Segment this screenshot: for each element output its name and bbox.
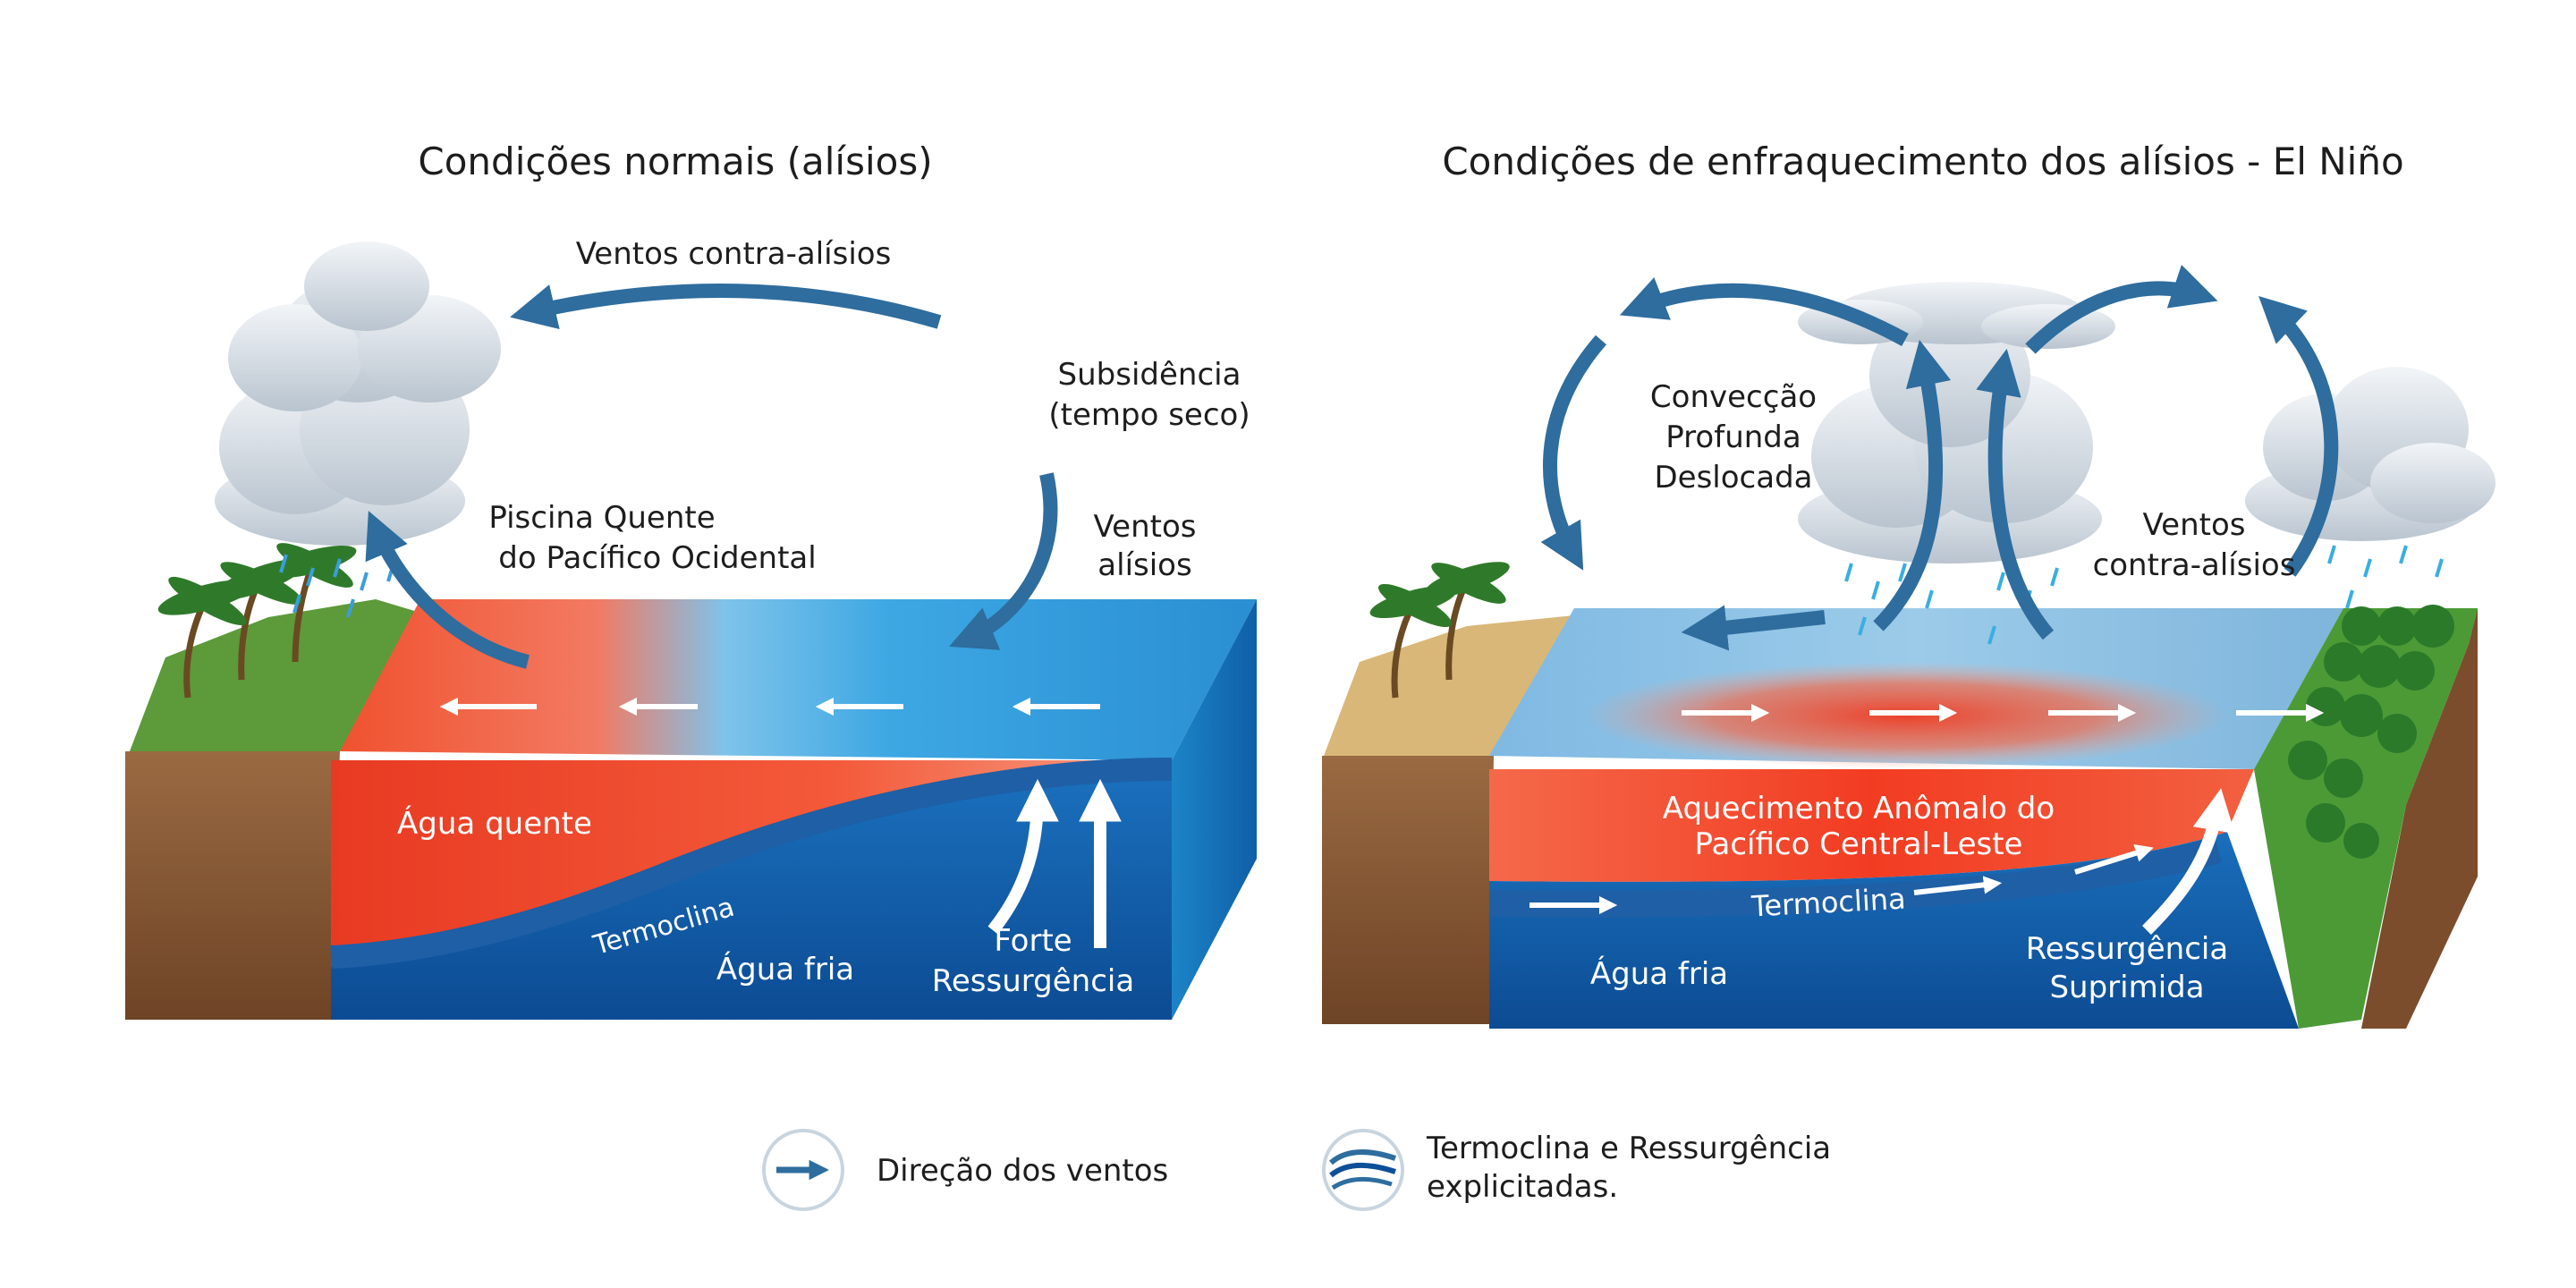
surface-return-arrow[interactable] bbox=[1681, 605, 1826, 651]
label-convection-2: Profunda bbox=[1665, 419, 1801, 455]
walker-arrow-west-down[interactable] bbox=[1540, 335, 1607, 571]
panel-el-nino: Condições de enfraquecimento dos alísios… bbox=[1322, 140, 2496, 1029]
title-normal: Condições normais (alísios) bbox=[418, 140, 932, 183]
legend-wind-label: Direção dos ventos bbox=[877, 1153, 1168, 1189]
thermocline-flow-arrows[interactable] bbox=[1530, 843, 2154, 915]
legend-thermocline-icon bbox=[1322, 1129, 1404, 1211]
label-counter-trade-1: Ventos bbox=[2143, 507, 2246, 543]
label-cold-water-normal: Água fria bbox=[716, 951, 854, 987]
label-warm-pool-1: Piscina Quente bbox=[488, 500, 715, 536]
panel-normal: Condições normais (alísios) bbox=[125, 140, 1257, 1020]
legend-wind-icon bbox=[762, 1129, 844, 1211]
walker-arrow-west-up[interactable] bbox=[1619, 277, 1909, 347]
label-upwelling-1: Forte bbox=[994, 923, 1072, 959]
label-subsidence-2: (tempo seco) bbox=[1048, 397, 1250, 433]
deep-water-layer bbox=[331, 778, 1172, 1020]
label-suppressed-1: Ressurgência bbox=[2026, 931, 2228, 967]
label-subsidence-1: Subsidência bbox=[1058, 357, 1241, 393]
land-cliff-east bbox=[2361, 608, 2478, 1029]
land-cliff-west bbox=[125, 751, 340, 1020]
legend: Direção dos ventos Termoclina e Ressurgê… bbox=[762, 1129, 1831, 1211]
title-el-nino: Condições de enfraquecimento dos alísios… bbox=[1442, 140, 2403, 183]
land-top-west-el-nino bbox=[1324, 613, 1601, 756]
label-thermocline-el-nino: Termoclina bbox=[1750, 882, 1906, 924]
label-anomaly-1: Aquecimento Anômalo do bbox=[1663, 791, 2055, 826]
forest-east bbox=[2288, 605, 2454, 859]
label-trade-winds-2: alísios bbox=[1097, 547, 1191, 583]
label-warm-pool-2: do Pacífico Ocidental bbox=[498, 540, 816, 576]
land-top-west bbox=[130, 599, 420, 751]
rain-normal bbox=[279, 554, 395, 618]
convection-arrow-2[interactable] bbox=[1976, 348, 2055, 640]
warm-anomaly-layer bbox=[1489, 769, 2254, 882]
subsidence-arrow[interactable] bbox=[949, 472, 1058, 650]
suppressed-upwelling-arrow[interactable] bbox=[2142, 788, 2235, 935]
label-anomaly-2: Pacífico Central-Leste bbox=[1695, 826, 2023, 862]
ocean-side-normal bbox=[1172, 599, 1257, 1020]
cloud-normal bbox=[215, 242, 501, 546]
upwelling-arrow-1[interactable] bbox=[987, 778, 1059, 935]
label-cold-water-el-nino: Água fria bbox=[1590, 955, 1728, 992]
convection-arrow-normal[interactable] bbox=[365, 511, 530, 669]
legend-thermocline-label-1: Termoclina e Ressurgência bbox=[1426, 1131, 1831, 1166]
counter-trade-arrow[interactable] bbox=[510, 284, 942, 330]
label-trade-winds-1: Ventos bbox=[1094, 509, 1197, 545]
walker-arrow-east-up[interactable] bbox=[2025, 265, 2218, 354]
land-cliff-west-el-nino bbox=[1322, 756, 1494, 1024]
label-counter-trade-2: contra-alísios bbox=[2093, 547, 2296, 583]
thermocline-band-normal bbox=[330, 758, 1173, 969]
label-upwelling-2: Ressurgência bbox=[932, 963, 1134, 999]
cloud-el-nino-east bbox=[2245, 367, 2496, 541]
label-counter-trade-winds: Ventos contra-alísios bbox=[576, 236, 892, 272]
label-convection-1: Convecção bbox=[1650, 379, 1817, 415]
label-warm-water: Água quente bbox=[397, 805, 592, 842]
label-convection-3: Deslocada bbox=[1654, 460, 1812, 496]
convection-arrow-1[interactable] bbox=[1873, 339, 1952, 631]
label-suppressed-2: Suprimida bbox=[2049, 970, 2204, 1005]
ocean-surface-normal bbox=[340, 599, 1257, 760]
legend-thermocline-label-2: explicitadas. bbox=[1427, 1169, 1618, 1205]
walker-arrow-east-flow[interactable] bbox=[2258, 295, 2339, 577]
